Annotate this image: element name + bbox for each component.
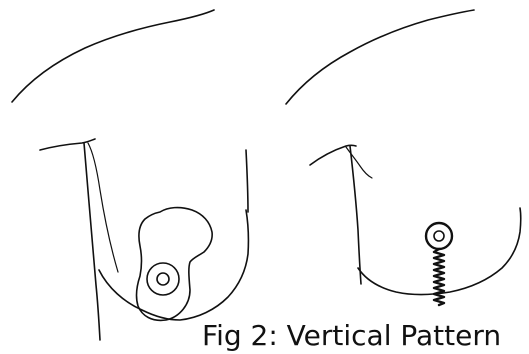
right-vertical-scar bbox=[434, 249, 444, 305]
left-figure bbox=[12, 10, 248, 340]
right-breast-contour bbox=[358, 208, 521, 295]
right-figure bbox=[286, 10, 521, 305]
right-areola bbox=[426, 223, 452, 249]
right-arm-outline bbox=[310, 145, 356, 165]
right-nipple bbox=[434, 231, 444, 241]
figure-caption: Fig 2: Vertical Pattern bbox=[202, 318, 529, 354]
left-arm-outline bbox=[40, 139, 95, 150]
left-shoulder-line bbox=[12, 10, 214, 102]
left-breast-contour bbox=[99, 210, 248, 320]
left-keyhole-marking bbox=[137, 208, 213, 321]
right-shoulder-line bbox=[286, 10, 474, 104]
left-medial-chest-line bbox=[246, 150, 248, 212]
left-areola bbox=[147, 263, 179, 295]
right-lateral-chest-line bbox=[350, 146, 361, 284]
left-nipple bbox=[157, 273, 169, 285]
